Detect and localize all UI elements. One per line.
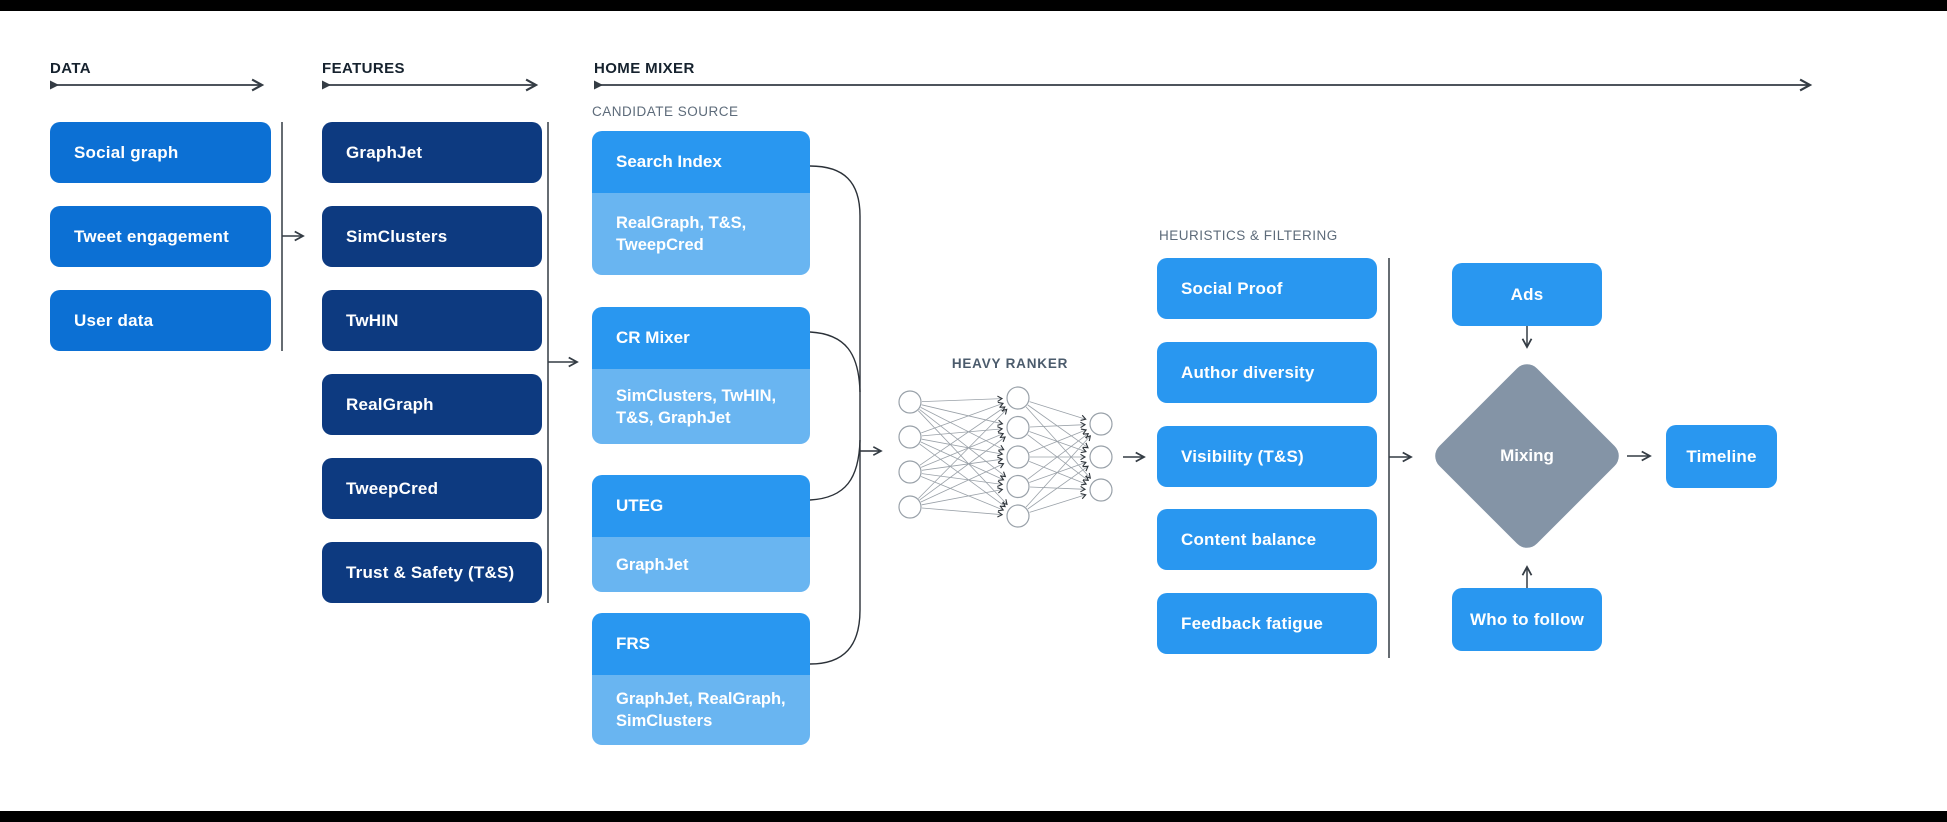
feature-box-simclusters: SimClusters bbox=[322, 206, 542, 267]
candidate-box-search-index: Search Index bbox=[592, 131, 810, 193]
ads-box: Ads bbox=[1452, 263, 1602, 326]
heuristic-box-visibility: Visibility (T&S) bbox=[1157, 426, 1377, 487]
candidate-group-frs: FRS GraphJet, RealGraph, SimClusters bbox=[592, 613, 810, 745]
section-header-features: FEATURES bbox=[322, 60, 405, 77]
candidate-sources-frs: GraphJet, RealGraph, SimClusters bbox=[592, 675, 810, 745]
mixing-diamond-label: Mixing bbox=[1500, 446, 1554, 465]
header-arrow-home-mixer bbox=[594, 78, 1813, 92]
data-box-social-graph: Social graph bbox=[50, 122, 271, 183]
candidate-group-cr-mixer: CR Mixer SimClusters, TwHIN, T&S, GraphJ… bbox=[592, 307, 810, 444]
heuristic-box-author-diversity: Author diversity bbox=[1157, 342, 1377, 403]
header-arrow-data bbox=[50, 78, 265, 92]
candidate-group-uteg: UTEG GraphJet bbox=[592, 475, 810, 592]
heavy-ranker-label: HEAVY RANKER bbox=[951, 356, 1069, 371]
candidate-source-label: CANDIDATE SOURCE bbox=[592, 104, 739, 119]
header-arrow-features bbox=[322, 78, 539, 92]
who-to-follow-box: Who to follow bbox=[1452, 588, 1602, 651]
feature-box-tweepcred: TweepCred bbox=[322, 458, 542, 519]
timeline-box: Timeline bbox=[1666, 425, 1777, 488]
features-to-candidates-connector bbox=[547, 122, 579, 603]
data-to-features-connector bbox=[281, 122, 305, 351]
candidates-to-ranker-bracket bbox=[809, 165, 883, 665]
section-header-home-mixer: HOME MIXER bbox=[594, 60, 695, 77]
heavy-ranker-network bbox=[898, 386, 1113, 528]
candidate-sources-cr-mixer: SimClusters, TwHIN, T&S, GraphJet bbox=[592, 369, 810, 444]
heuristics-to-mixing-connector bbox=[1388, 258, 1413, 658]
candidate-box-cr-mixer: CR Mixer bbox=[592, 307, 810, 369]
feature-box-twhin: TwHIN bbox=[322, 290, 542, 351]
top-black-bar bbox=[0, 0, 1947, 11]
heuristic-box-social-proof: Social Proof bbox=[1157, 258, 1377, 319]
candidate-sources-uteg: GraphJet bbox=[592, 537, 810, 592]
mixing-diamond: Mixing bbox=[1429, 358, 1625, 554]
candidate-box-uteg: UTEG bbox=[592, 475, 810, 537]
feature-box-graphjet: GraphJet bbox=[322, 122, 542, 183]
section-header-data: DATA bbox=[50, 60, 92, 77]
feature-box-realgraph: RealGraph bbox=[322, 374, 542, 435]
heuristic-box-feedback-fatigue: Feedback fatigue bbox=[1157, 593, 1377, 654]
candidate-sources-search-index: RealGraph, T&S, TweepCred bbox=[592, 193, 810, 275]
candidate-box-frs: FRS bbox=[592, 613, 810, 675]
candidate-group-search-index: Search Index RealGraph, T&S, TweepCred bbox=[592, 131, 810, 275]
bottom-black-bar bbox=[0, 811, 1947, 822]
heuristics-filtering-label: HEURISTICS & FILTERING bbox=[1159, 228, 1338, 243]
heuristic-box-content-balance: Content balance bbox=[1157, 509, 1377, 570]
data-box-user-data: User data bbox=[50, 290, 271, 351]
data-box-tweet-engagement: Tweet engagement bbox=[50, 206, 271, 267]
feature-box-trust-safety: Trust & Safety (T&S) bbox=[322, 542, 542, 603]
